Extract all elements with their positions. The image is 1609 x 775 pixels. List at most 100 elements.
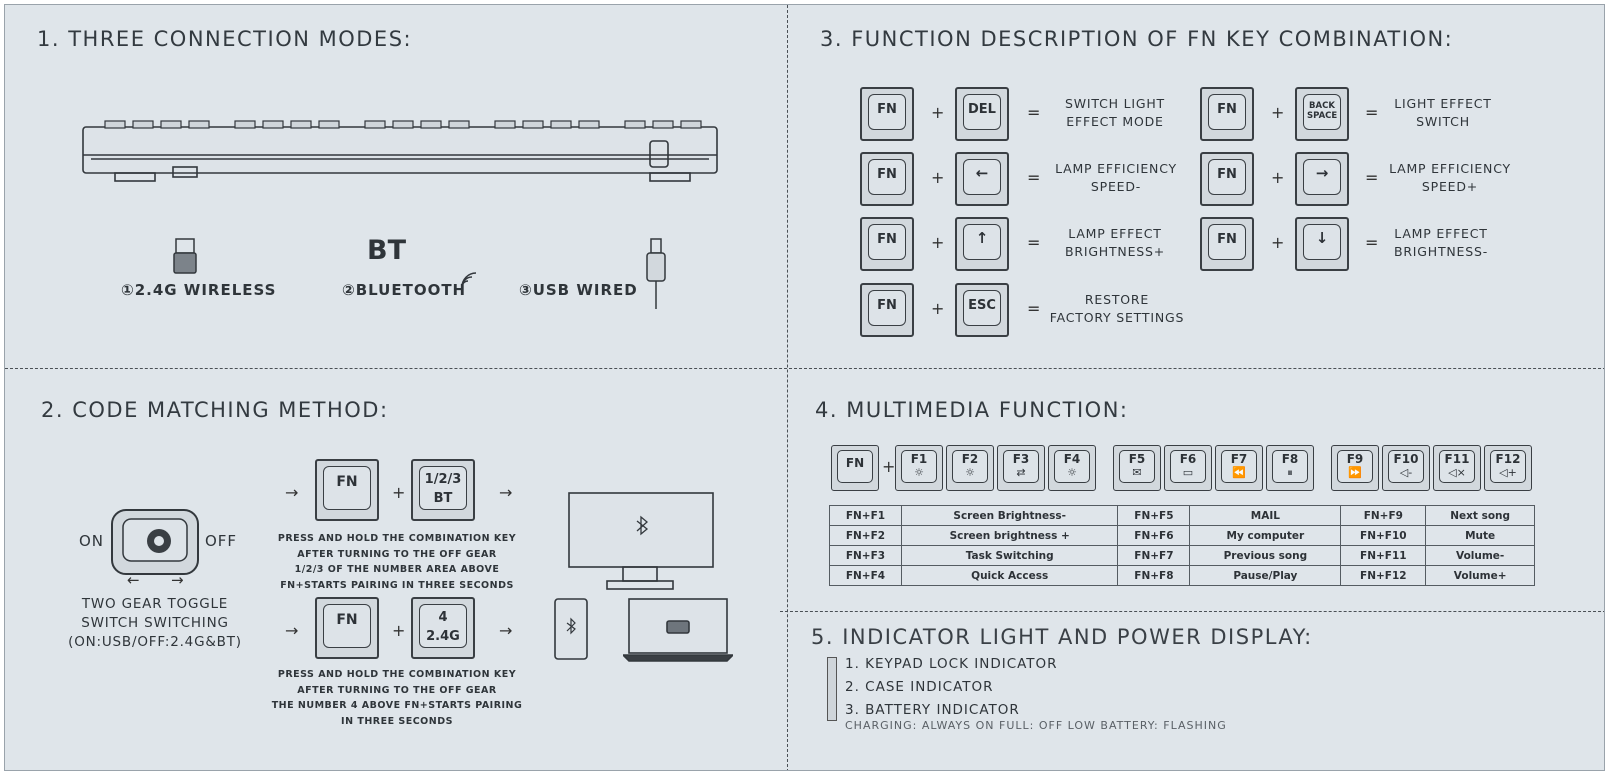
table-cell: Mute	[1425, 525, 1535, 546]
switch-caption-line: SWITCH SWITCHING	[81, 615, 229, 631]
key-arrow-up: ↑	[955, 217, 1009, 271]
mm-key-icon: ◁-	[1399, 466, 1413, 479]
section5-title: 5. INDICATOR LIGHT AND POWER DISPLAY:	[811, 625, 1313, 649]
section3-title: 3. FUNCTION DESCRIPTION OF FN KEY COMBIN…	[820, 27, 1454, 51]
mm-key-icon: ☼	[1067, 466, 1077, 479]
switch-caption: TWO GEAR TOGGLE SWITCH SWITCHING (ON:USB…	[45, 595, 265, 652]
plus-sign: +	[1271, 103, 1285, 122]
section2-title: 2. CODE MATCHING METHOD:	[41, 398, 389, 422]
laptop-icon	[623, 598, 733, 662]
switch-right-arrow-icon: →	[171, 571, 184, 589]
table-cell: Pause/Play	[1189, 565, 1342, 586]
switch-caption-line: (ON:USB/OFF:2.4G&BT)	[68, 634, 242, 650]
key-arrow-left: ←	[955, 152, 1009, 206]
mm-key-f10: F10◁-	[1382, 445, 1430, 491]
key-fn: FN	[1200, 217, 1254, 271]
plus-sign: +	[882, 457, 896, 476]
key-fn: FN	[860, 152, 914, 206]
section4-title: 4. MULTIMEDIA FUNCTION:	[815, 398, 1129, 422]
table-cell: Volume+	[1425, 565, 1535, 586]
table-cell: FN+F7	[1117, 545, 1191, 566]
divider-right-lower	[780, 611, 1604, 612]
equals-sign: =	[1365, 168, 1379, 187]
equals-sign: =	[1027, 233, 1041, 252]
mm-key-f2: F2☼	[946, 445, 994, 491]
equals-sign: =	[1027, 299, 1041, 318]
equals-sign: =	[1027, 103, 1041, 122]
table-cell: MAIL	[1189, 505, 1342, 526]
table-cell: FN+F3	[829, 545, 902, 566]
arrow-icon: →	[499, 621, 513, 640]
mm-key-f8: F8⏸	[1266, 445, 1314, 491]
key-fn: FN	[315, 597, 379, 659]
mm-key-f11: F11◁×	[1433, 445, 1481, 491]
table-cell: My computer	[1189, 525, 1342, 546]
mm-key-f12: F12◁+	[1484, 445, 1532, 491]
table-cell: FN+F8	[1117, 565, 1191, 586]
plus-sign: +	[931, 233, 945, 252]
wireless-signal-icon	[461, 272, 477, 288]
key-esc: ESC	[955, 283, 1009, 337]
bt-pairing-steps: PRESS AND HOLD THE COMBINATION KEY AFTER…	[277, 533, 517, 591]
equals-sign: =	[1027, 168, 1041, 187]
mm-key-f5: F5✉	[1113, 445, 1161, 491]
switch-caption-line: TWO GEAR TOGGLE	[81, 596, 229, 612]
table-cell: FN+F2	[829, 525, 902, 546]
mm-key-icon: ▭	[1182, 466, 1194, 479]
table-cell: Task Switching	[900, 545, 1119, 566]
mm-key-fn: FN	[831, 445, 879, 491]
mode-usb-label: ③USB WIRED	[519, 281, 638, 299]
divider-horizontal	[5, 368, 1604, 369]
table-cell: Previous song	[1189, 545, 1342, 566]
mm-key-icon: ☼	[914, 466, 924, 479]
table-cell: Next song	[1425, 505, 1535, 526]
keyboard-side-illustration	[82, 120, 718, 182]
switch-off-label: OFF	[205, 532, 238, 550]
key-fn: FN	[860, 283, 914, 337]
mm-key-f3: F3⇄	[997, 445, 1045, 491]
mm-key-f9: F9⏩	[1331, 445, 1379, 491]
mm-key-f6: F6▭	[1164, 445, 1212, 491]
usb-dongle-icon	[173, 238, 197, 274]
mm-key-icon: ⏩	[1348, 466, 1362, 479]
plus-sign: +	[392, 621, 406, 640]
table-cell: FN+F11	[1340, 545, 1427, 566]
key-fn: FN	[860, 87, 914, 141]
mm-key-icon: ◁×	[1448, 466, 1466, 479]
arrow-icon: →	[285, 621, 299, 640]
plus-sign: +	[931, 103, 945, 122]
plus-sign: +	[931, 299, 945, 318]
table-cell: Screen Brightness-	[900, 505, 1119, 526]
plus-sign: +	[392, 483, 406, 502]
switch-on-label: ON	[79, 532, 105, 550]
toggle-switch-icon[interactable]	[109, 507, 201, 577]
bt-badge: BT	[367, 235, 406, 266]
table-cell: Quick Access	[900, 565, 1119, 586]
table-cell: Screen brightness +	[900, 525, 1119, 546]
mm-key-icon: ⇄	[1016, 466, 1026, 479]
key-fn: FN	[860, 217, 914, 271]
battery-note: CHARGING: ALWAYS ON FULL: OFF LOW BATTER…	[845, 719, 1227, 732]
key-arrow-right: →	[1295, 152, 1349, 206]
switch-left-arrow-icon: ←	[127, 571, 140, 589]
mm-key-icon: ☼	[965, 466, 975, 479]
mm-key-f4: F4☼	[1048, 445, 1096, 491]
table-cell: FN+F6	[1117, 525, 1191, 546]
key-fn: FN	[1200, 152, 1254, 206]
table-cell: FN+F9	[1340, 505, 1427, 526]
table-cell: Volume-	[1425, 545, 1535, 566]
monitor-icon	[568, 492, 714, 590]
divider-vertical	[787, 5, 788, 770]
plus-sign: +	[1271, 168, 1285, 187]
wireless-pairing-steps: PRESS AND HOLD THE COMBINATION KEY AFTER…	[271, 669, 523, 727]
